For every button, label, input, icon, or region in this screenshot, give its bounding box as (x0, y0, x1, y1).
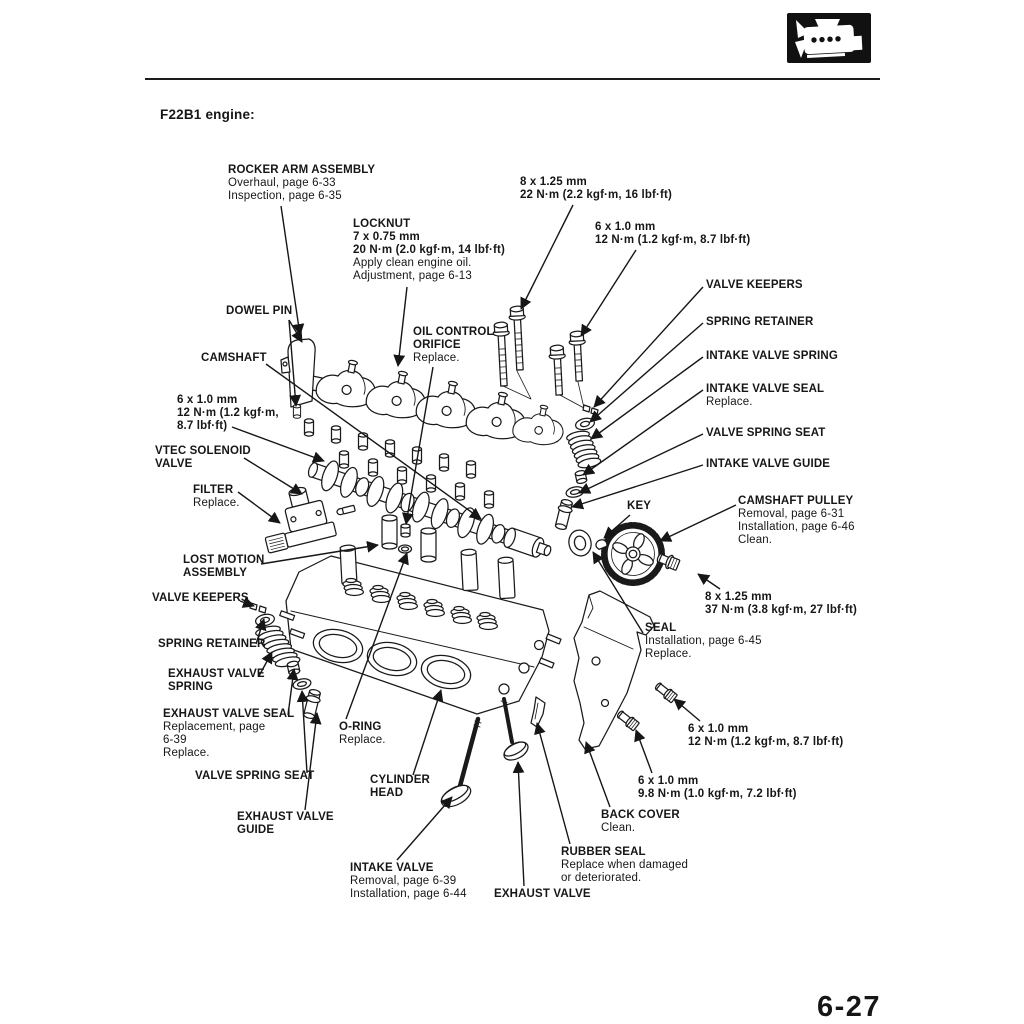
leader-line-20 (697, 573, 721, 590)
leader-line-32 (534, 722, 571, 845)
intake-valve-stack-part (554, 404, 602, 531)
leader-line-19 (659, 504, 737, 542)
leader-line-23 (254, 618, 267, 645)
pulley-bolt-part (656, 552, 681, 571)
leader-line-21 (592, 551, 644, 634)
oil-control-orifice-part (400, 523, 411, 538)
leader-line-16 (401, 366, 434, 525)
leader-line-28 (345, 552, 409, 720)
page-title: F22B1 engine: (160, 107, 255, 122)
leader-line-8 (590, 356, 704, 440)
leader-line-25 (286, 668, 299, 716)
leader-line-10 (578, 433, 704, 494)
key-part (595, 539, 608, 551)
leader-line-22 (239, 596, 255, 608)
leader-line-11 (571, 464, 704, 510)
leader-line-3 (580, 249, 637, 337)
leader-line-4 (288, 319, 303, 343)
leader-line-0 (280, 205, 305, 336)
mount-bolt-98nm-part (614, 708, 641, 732)
leader-line-35 (673, 698, 701, 722)
o-ring-part (397, 544, 413, 554)
leader-lines (231, 204, 737, 887)
cylinder-head-part (279, 544, 562, 715)
header-rule (145, 78, 880, 80)
leader-line-1 (393, 286, 408, 367)
lost-motion-assembly-part (381, 514, 437, 563)
leader-line-26 (296, 690, 309, 774)
leader-line-12 (265, 363, 482, 520)
back-cover-part (573, 590, 655, 750)
camshaft-pulley-part (601, 522, 665, 586)
leader-line-5 (288, 319, 302, 407)
seal-ring-part (568, 529, 592, 557)
leader-line-34 (634, 729, 653, 774)
leader-line-17 (260, 540, 379, 565)
engine-icon (787, 13, 871, 63)
leader-line-9 (582, 389, 704, 476)
leader-line-30 (396, 796, 453, 861)
leader-line-29 (412, 689, 444, 776)
leader-line-14 (243, 457, 303, 495)
head-bolts-part (492, 305, 588, 409)
leader-line-2 (520, 204, 574, 310)
leader-line-15 (237, 491, 281, 524)
leader-line-18 (603, 514, 631, 539)
rubber-seal-part (530, 696, 546, 728)
leader-line-24 (258, 651, 273, 677)
camshaft-part (307, 460, 552, 558)
leader-line-33 (584, 741, 611, 808)
leader-line-7 (589, 322, 704, 423)
leader-line-13 (231, 426, 325, 463)
leader-line-27 (304, 712, 322, 811)
leader-line-6 (593, 286, 704, 408)
page-number: 6-27 (817, 991, 882, 1023)
exhaust-valve-part (500, 697, 529, 761)
intake-valve-part (440, 716, 482, 808)
leader-line-31 (512, 761, 525, 887)
